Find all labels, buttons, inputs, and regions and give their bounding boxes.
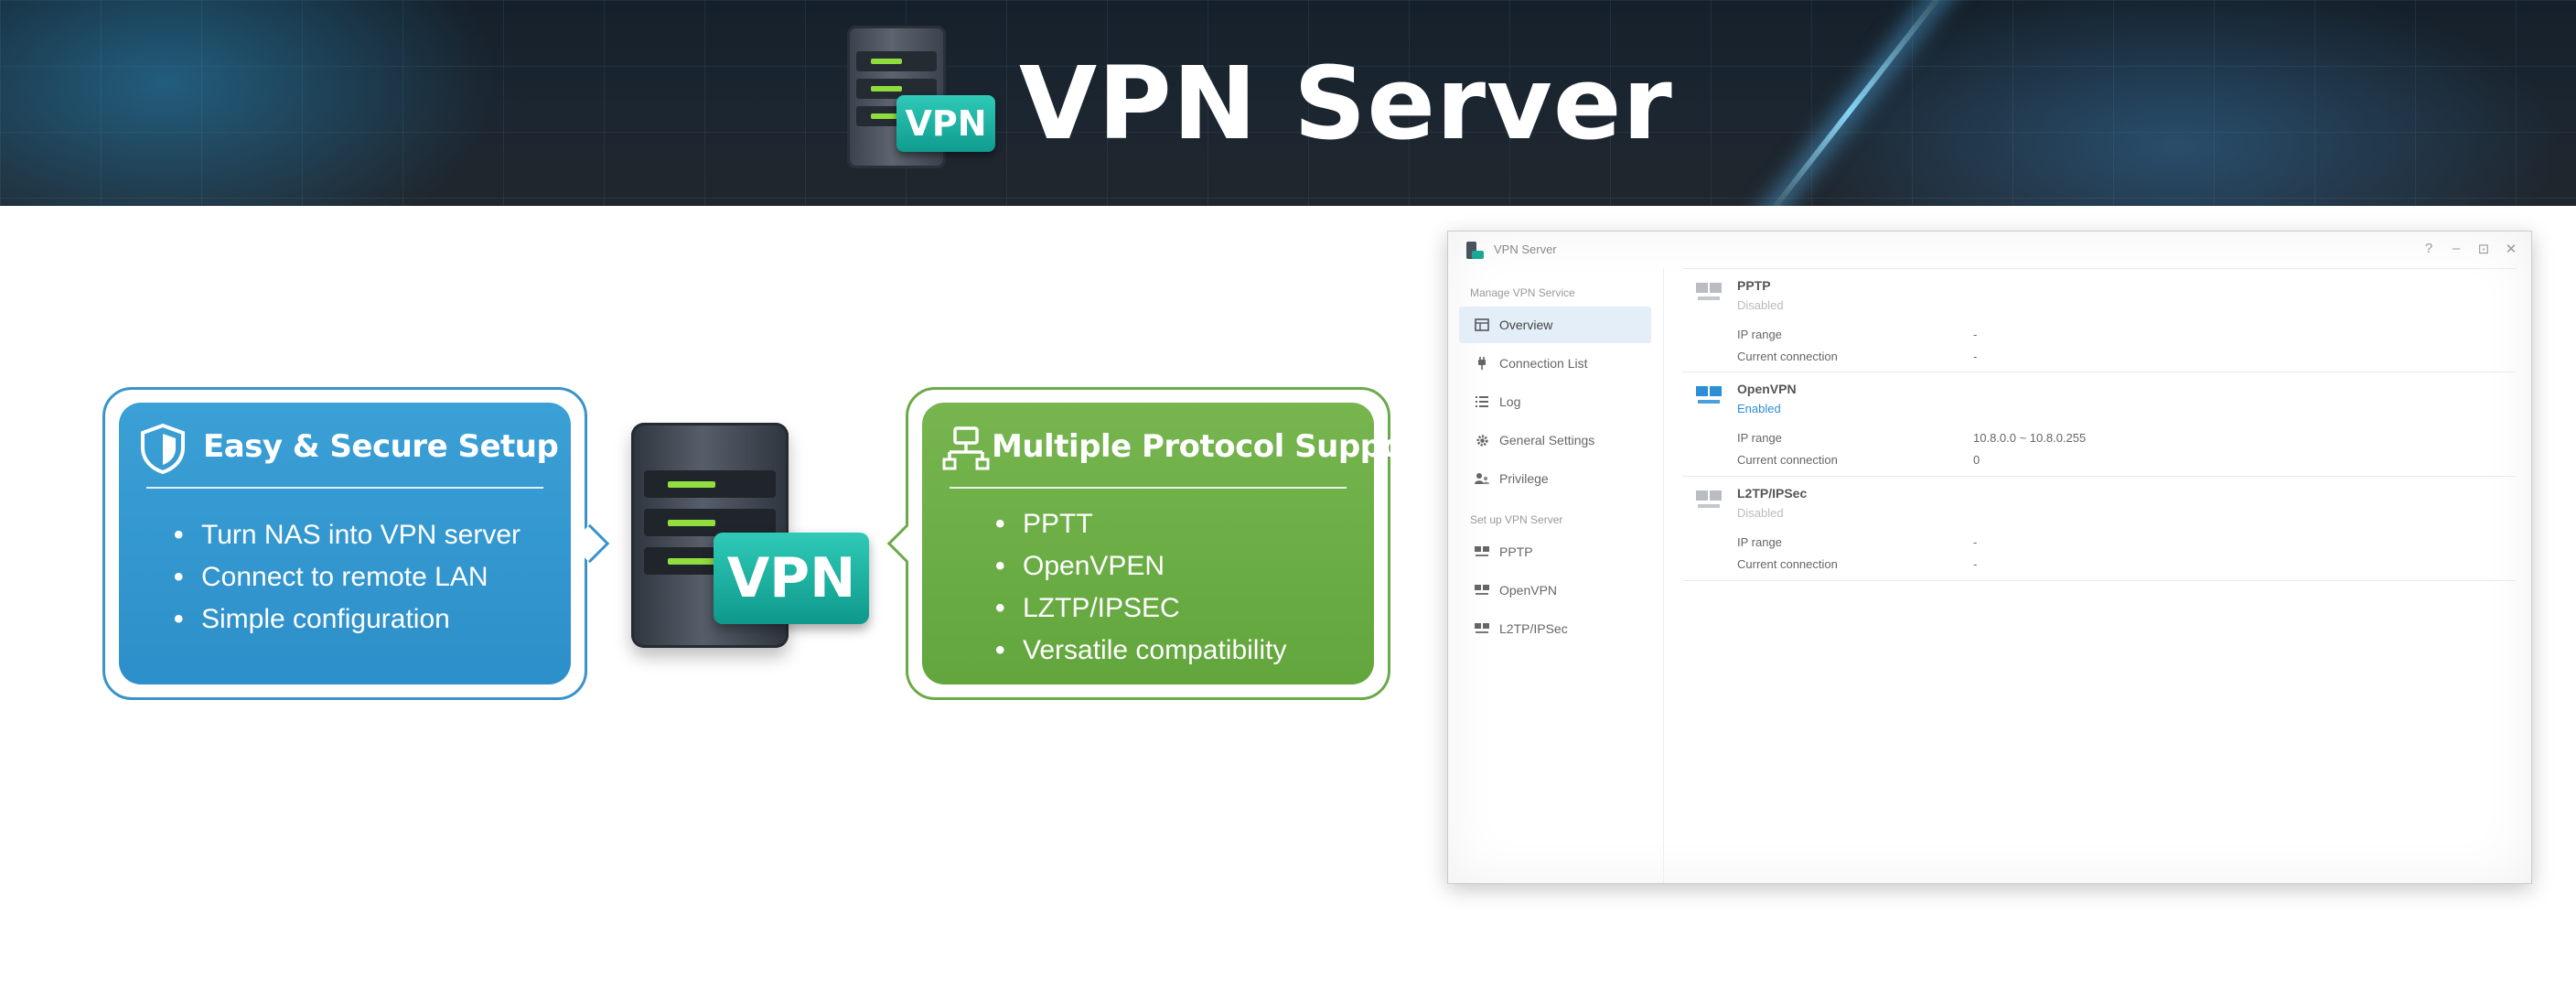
current-connection-label: Current connection bbox=[1737, 350, 1838, 363]
network-icon bbox=[942, 426, 990, 470]
server-icon bbox=[1474, 583, 1490, 598]
sidebar-item-label: Log bbox=[1499, 394, 1521, 409]
sidebar-item-label: OpenVPN bbox=[1499, 583, 1558, 598]
server-icon bbox=[1474, 621, 1490, 636]
feature-card-easy-setup: Easy & Secure Setup Turn NAS into VPN se… bbox=[119, 403, 571, 684]
ip-range-value: - bbox=[1973, 535, 1978, 549]
sidebar-item-log[interactable]: Log bbox=[1459, 383, 1651, 420]
list-item: PPTT bbox=[995, 503, 1286, 545]
feature-list: PPTT OpenVPEN LZTP/IPSEC Versatile compa… bbox=[995, 503, 1286, 672]
server-icon bbox=[1696, 283, 1722, 300]
sidebar-item-l2tp-ipsec[interactable]: L2TP/IPSec bbox=[1459, 610, 1651, 647]
sidebar-item-general-settings[interactable]: General Settings bbox=[1459, 422, 1651, 458]
list-item: Simple configuration bbox=[174, 598, 521, 641]
window-controls: ? – ⊡ ✕ bbox=[2421, 241, 2518, 257]
sidebar-item-pptp[interactable]: PPTP bbox=[1459, 533, 1651, 570]
list-item: LZTP/IPSEC bbox=[995, 587, 1286, 630]
banner-grid-pattern bbox=[0, 0, 2576, 206]
window-title: VPN Server bbox=[1494, 242, 1557, 256]
overview-icon bbox=[1474, 318, 1490, 332]
server-icon bbox=[1696, 386, 1722, 404]
protocol-row-pptp: PPTP Disabled IP range - Current connect… bbox=[1682, 268, 2517, 372]
page-title: VPN Server bbox=[1019, 45, 1673, 162]
sidebar-item-overview[interactable]: Overview bbox=[1459, 307, 1651, 343]
current-connection-value: - bbox=[1973, 557, 1978, 571]
sidebar-item-label: Connection List bbox=[1499, 356, 1588, 371]
list-icon bbox=[1474, 394, 1490, 409]
vpn-badge-large: VPN bbox=[714, 533, 869, 624]
help-icon[interactable]: ? bbox=[2424, 241, 2433, 256]
list-item: OpenVPEN bbox=[995, 545, 1286, 587]
ip-range-label: IP range bbox=[1737, 431, 1782, 445]
sidebar-section-setup: Set up VPN Server bbox=[1470, 513, 1563, 526]
plug-icon bbox=[1474, 356, 1490, 371]
sidebar-item-privilege[interactable]: Privilege bbox=[1459, 460, 1651, 497]
sidebar-section-manage: Manage VPN Service bbox=[1470, 286, 1575, 299]
sidebar-item-label: General Settings bbox=[1499, 433, 1595, 447]
server-icon bbox=[1696, 490, 1722, 508]
list-item: Turn NAS into VPN server bbox=[174, 514, 521, 556]
current-connection-label: Current connection bbox=[1737, 557, 1838, 571]
list-item: Versatile compatibility bbox=[995, 630, 1286, 672]
window-titlebar: VPN Server ? – ⊡ ✕ bbox=[1448, 232, 2531, 268]
current-connection-value: - bbox=[1973, 350, 1978, 363]
sidebar-item-label: Privilege bbox=[1499, 471, 1549, 486]
vpn-server-window: VPN Server ? – ⊡ ✕ Manage VPN Service Ov… bbox=[1447, 231, 2532, 884]
status-badge: Enabled bbox=[1737, 402, 1781, 415]
sidebar-item-label: L2TP/IPSec bbox=[1499, 621, 1568, 636]
vpn-app-icon bbox=[1466, 242, 1484, 259]
feature-card-protocols: Multiple Protocol Support PPTT OpenVPEN … bbox=[922, 403, 1433, 684]
feature-list: Turn NAS into VPN server Connect to remo… bbox=[174, 514, 521, 641]
protocol-name: PPTP bbox=[1737, 278, 1771, 293]
ip-range-label: IP range bbox=[1737, 535, 1782, 549]
users-icon bbox=[1474, 471, 1490, 486]
protocol-row-openvpn: OpenVPN Enabled IP range 10.8.0.0 ~ 10.8… bbox=[1682, 372, 2517, 477]
ip-range-value: 10.8.0.0 ~ 10.8.0.255 bbox=[1973, 431, 2087, 445]
protocol-name: OpenVPN bbox=[1737, 382, 1797, 396]
divider bbox=[146, 487, 543, 489]
overview-panel: PPTP Disabled IP range - Current connect… bbox=[1664, 268, 2531, 883]
sidebar-item-connection-list[interactable]: Connection List bbox=[1459, 345, 1651, 382]
status-badge: Disabled bbox=[1737, 506, 1784, 520]
vpn-badge: VPN bbox=[896, 95, 995, 152]
current-connection-value: 0 bbox=[1973, 453, 1980, 467]
server-icon bbox=[1474, 544, 1490, 559]
minimize-icon[interactable]: – bbox=[2452, 241, 2461, 256]
protocol-name: L2TP/IPSec bbox=[1737, 486, 1808, 501]
close-icon[interactable]: ✕ bbox=[2505, 242, 2517, 257]
sidebar: Manage VPN Service Overview Connection L… bbox=[1448, 268, 1664, 883]
sidebar-item-label: Overview bbox=[1499, 318, 1553, 332]
sidebar-item-label: PPTP bbox=[1499, 544, 1533, 559]
ip-range-value: - bbox=[1973, 328, 1978, 341]
current-connection-label: Current connection bbox=[1737, 453, 1838, 467]
gear-icon bbox=[1474, 433, 1490, 447]
list-item: Connect to remote LAN bbox=[174, 556, 521, 598]
sidebar-item-openvpn[interactable]: OpenVPN bbox=[1459, 572, 1651, 609]
ip-range-label: IP range bbox=[1737, 328, 1782, 341]
feature-title: Multiple Protocol Support bbox=[992, 428, 1433, 465]
divider bbox=[950, 487, 1347, 489]
header-banner: VPN VPN Server bbox=[0, 0, 2576, 206]
status-badge: Disabled bbox=[1737, 298, 1784, 312]
protocol-row-l2tp-ipsec: L2TP/IPSec Disabled IP range - Current c… bbox=[1682, 477, 2517, 581]
feature-title: Easy & Secure Setup bbox=[203, 428, 559, 465]
maximize-icon[interactable]: ⊡ bbox=[2477, 242, 2490, 257]
shield-icon bbox=[141, 423, 185, 474]
